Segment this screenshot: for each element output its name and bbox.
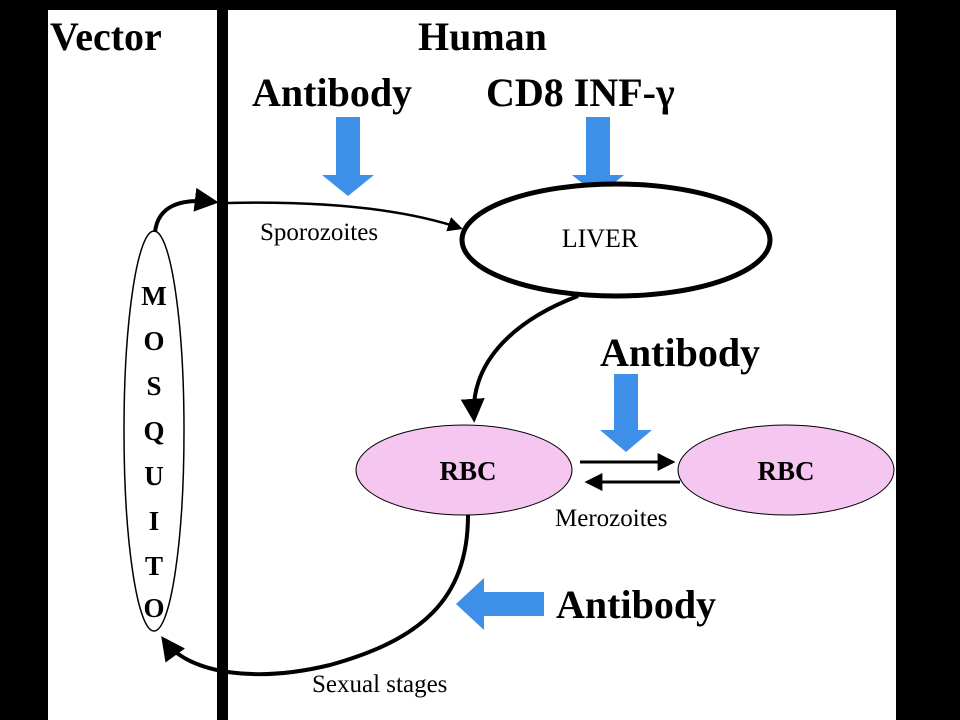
sexual-stages-arrow [161,514,470,677]
merozoites-label: Merozoites [555,505,667,532]
blue-left-arrow-antibody-bottom [456,578,544,630]
mosquito-letters: M O S Q U I T O [141,281,166,623]
rbc-left-label: RBC [439,456,496,486]
sporozoites-arrow [227,201,463,232]
liver-node [459,181,773,299]
vector-header: Vector [50,14,162,59]
antibody-label-middle: Antibody [600,330,760,375]
rbc-right-node [677,424,895,516]
antibody-label-top: Antibody [252,70,412,115]
liver-label: LIVER [562,224,639,253]
sporozoites-label: Sporozoites [260,219,378,246]
mosquito-letter: O [143,326,164,356]
mosquito-letter: S [146,371,161,401]
cd8-inf-gamma-label: CD8 INF-γ [486,70,675,115]
blue-down-arrow-antibody-top [322,117,374,196]
mosquito-letter: M [141,281,166,311]
mosquito-letter: U [144,461,164,491]
mosquito-letter: I [149,506,160,536]
mosquito-letter: T [145,551,163,581]
mosquito-letter: O [143,593,164,623]
blue-down-arrow-antibody-middle [600,374,652,452]
liver-to-rbc-arrow [460,294,579,423]
mosquito-letter: Q [143,416,164,446]
diagram-canvas: Vector Human Antibody CD8 INF-γ M O S Q … [48,10,896,720]
rbc-right-label: RBC [757,456,814,486]
sexual-stages-label: Sexual stages [312,671,447,698]
mosquito-to-human-arrow [153,187,219,233]
antibody-label-bottom: Antibody [556,582,716,627]
human-header: Human [418,14,547,59]
rbc-left-node [355,424,573,516]
blue-down-arrow-cd8 [572,117,624,196]
vector-human-divider [217,10,228,720]
